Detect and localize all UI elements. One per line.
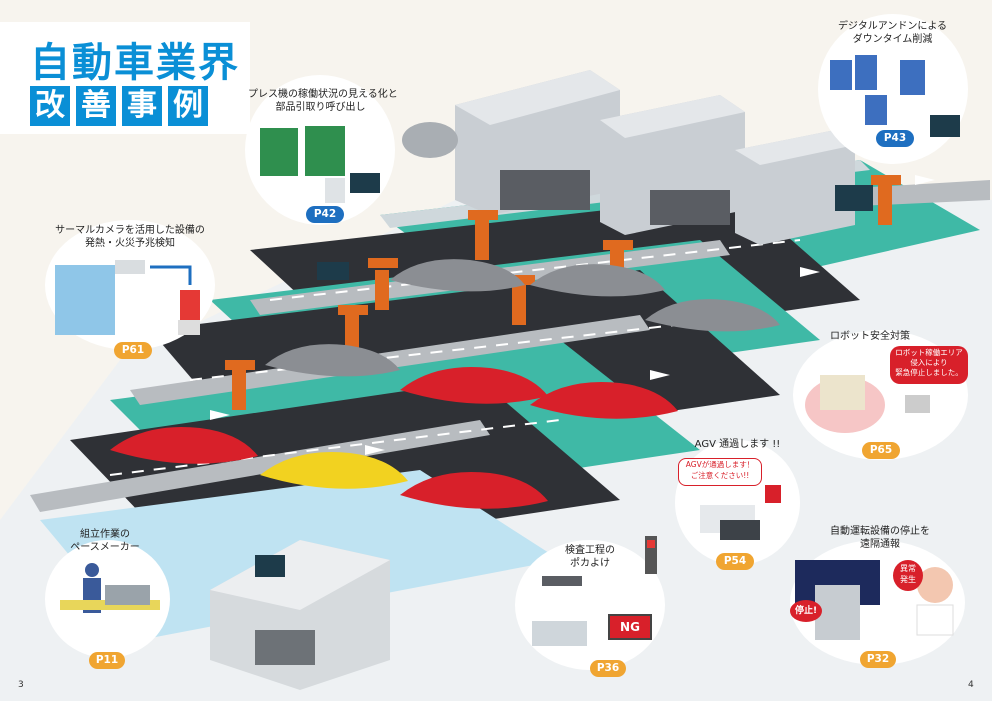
agv-icon <box>700 485 781 540</box>
page-badge-p42: P42 <box>306 206 344 223</box>
page-badge-p11: P11 <box>89 652 125 669</box>
page-number-right: 4 <box>968 680 974 690</box>
page-badge-p43: P43 <box>876 130 914 147</box>
subtitle-char: 改 <box>30 86 70 126</box>
andon-icon <box>830 55 960 137</box>
ng-display: NG <box>608 614 652 640</box>
remote-alert-icon <box>795 560 954 640</box>
page-badge-p54: P54 <box>716 553 754 570</box>
page-title: 自動車業界 <box>30 40 240 86</box>
stop-alert: 停止! <box>790 600 822 622</box>
callout-p36-text: 検査工程の ポカよけ <box>565 545 615 569</box>
page-badge-p65: P65 <box>862 442 900 459</box>
robot-safety-icon <box>805 375 930 433</box>
page-number-left: 3 <box>18 680 24 690</box>
page-badge-p32: P32 <box>860 651 896 668</box>
page-badge-p61: P61 <box>114 342 152 359</box>
press-machine-icon <box>260 126 380 203</box>
thermal-camera-icon <box>55 260 200 335</box>
callout-p54-text: AGV 通過します !! <box>694 439 781 450</box>
subtitle-char: 善 <box>76 86 116 126</box>
callout-p65-bubble: ロボット稼働エリア 侵入により 緊急停止しました。 <box>890 346 968 384</box>
callout-p43-text: デジタルアンドンによる ダウンタイム削減 <box>837 21 948 45</box>
page-badge-p36: P36 <box>590 660 626 677</box>
callout-p65-text: ロボット安全対策 <box>830 331 910 342</box>
page-subtitle: 改 善 事 例 <box>30 86 208 126</box>
inspection-icon <box>532 536 657 646</box>
callout-p54-bubble: AGVが通過します！ ご注意ください!! <box>678 458 762 486</box>
callout-p36 <box>515 540 665 670</box>
callout-p11-text: 組立作業の ペースメーカー <box>70 529 140 553</box>
anomaly-alert: 異常 発生 <box>893 560 923 591</box>
callout-p61-text: サーマルカメラを活用した設備の 発熱・火災予兆検知 <box>55 225 205 249</box>
subtitle-char: 事 <box>122 86 162 126</box>
assembly-worker-icon <box>60 563 160 613</box>
subtitle-char: 例 <box>168 86 208 126</box>
callout-p42-text: プレス機の稼働状況の見える化と 部品引取り呼び出し <box>248 89 398 113</box>
callout-p32-text: 自動運転設備の停止を 遠隔通報 <box>830 526 930 550</box>
